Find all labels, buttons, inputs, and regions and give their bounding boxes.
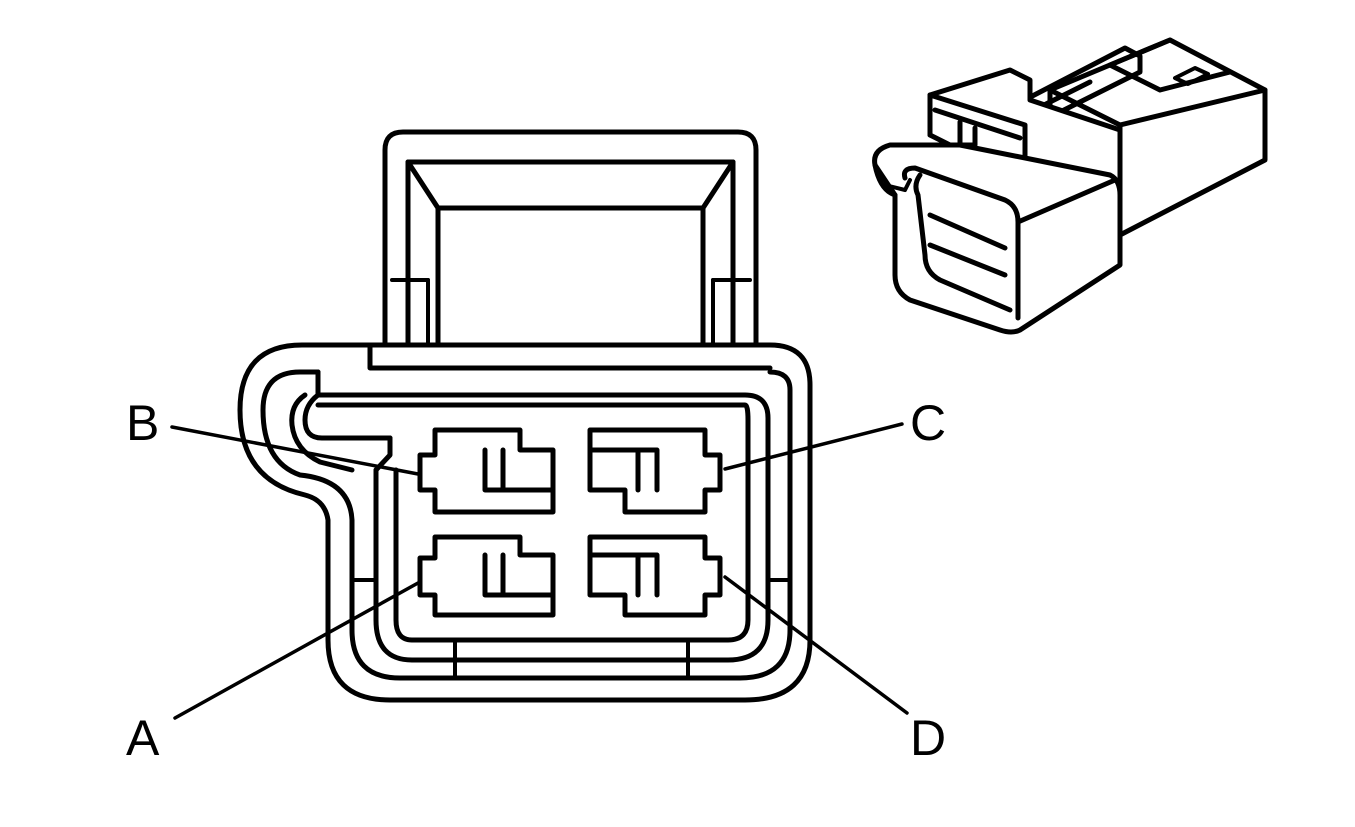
leader-line-B [170,425,420,476]
locking-tab [382,129,759,348]
leader-line-C [723,422,904,471]
cavity-B [417,427,556,515]
cavity-label-A: A [126,710,160,766]
leader-line-A [173,581,420,720]
cavity-label-D: D [910,710,946,766]
cavity-D [587,534,723,618]
leader-line-D [723,575,909,715]
cavity-A [417,534,556,618]
cavity-C [587,427,723,515]
connector-isometric-view [872,37,1268,335]
cavity-label-B: B [126,395,159,451]
connector-face-view: B C A D [126,129,946,766]
connector-shell [237,342,813,703]
cavity-label-C: C [910,395,946,451]
